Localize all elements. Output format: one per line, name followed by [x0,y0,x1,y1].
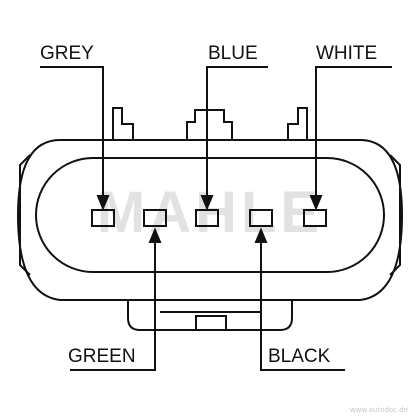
leader-green [70,238,156,371]
leader-blue [206,66,268,200]
connector-outer-shell [16,139,404,301]
bottom-rail-slot [195,315,227,331]
arrowhead-green [148,227,162,243]
side-notch-right [389,154,401,276]
locking-tab-right [287,107,308,140]
connector-inner-face [35,157,385,273]
connector-body [16,107,404,331]
pin-white [303,209,327,227]
label-black: BLACK [268,346,331,367]
arrowhead-white [309,195,323,211]
watermark-brand: MAHLE [97,180,323,245]
watermark-url: www.autodoc.de [350,406,408,414]
pin-black [249,209,273,227]
label-grey: GREY [40,43,94,64]
locking-tab-center [186,109,233,140]
pin-row [91,209,327,227]
label-green: GREEN [68,346,136,367]
leader-lines [40,66,392,371]
locking-tab-left [112,107,134,140]
pin-green [143,209,167,227]
label-blue: BLUE [208,43,258,64]
arrowhead-blue [200,195,214,211]
label-white: WHITE [316,43,377,64]
side-notch-left [19,154,31,276]
arrowhead-black [254,227,268,243]
leader-grey [40,66,104,200]
leader-white [315,66,392,200]
arrowhead-grey [96,195,110,211]
leader-black [260,238,345,371]
